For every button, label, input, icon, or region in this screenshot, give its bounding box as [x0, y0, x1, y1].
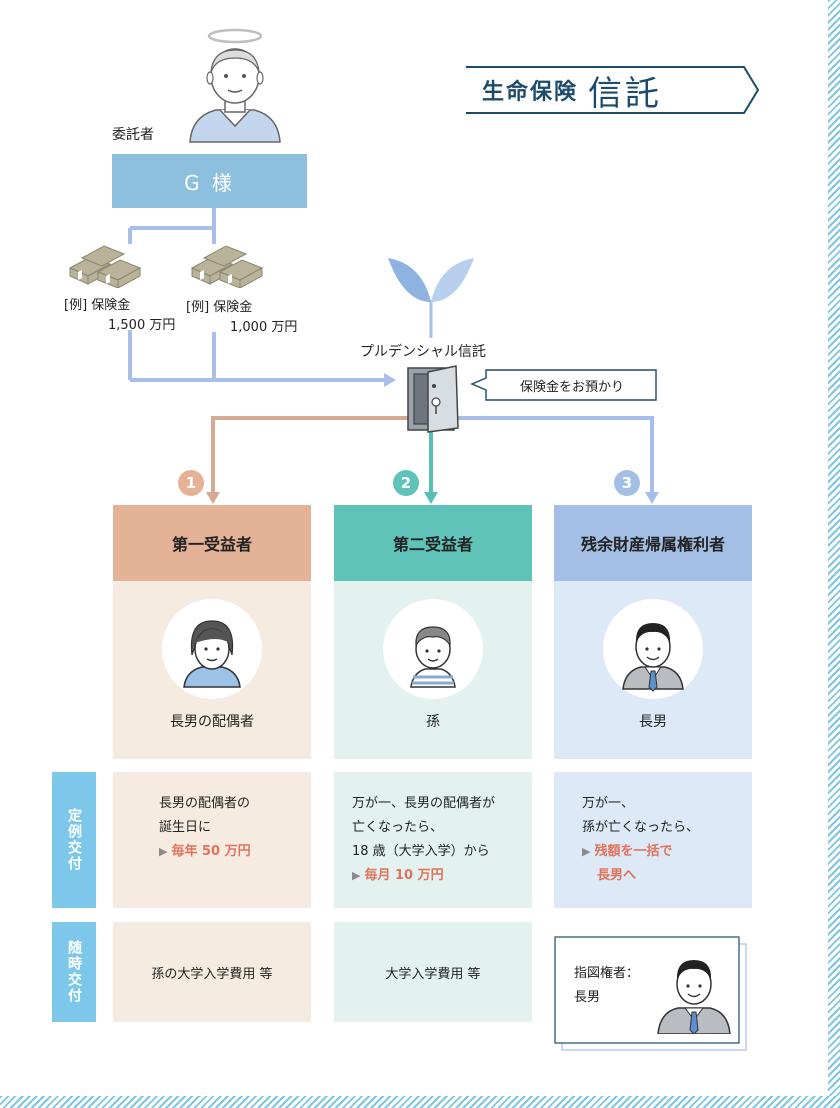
beneficiary-2-title: 第二受益者 [334, 505, 532, 581]
beneficiary-3-card: 長男 [554, 581, 752, 759]
regular-3-highlight-2: 長男へ [597, 868, 637, 883]
settlor-box: G 様 [112, 154, 307, 208]
occasional-cell-3: 指図権者： 長男 [574, 962, 639, 1010]
occasional-cell-1: 孫の大学入学費用 等 [113, 922, 311, 1022]
beneficiary-2-number: 2 [393, 470, 419, 496]
regular-2-line-2: 亡くなったら、 [352, 820, 444, 835]
beneficiary-1-person: 長男の配偶者 [170, 714, 254, 730]
occasional-3-person: 長男 [574, 990, 601, 1005]
beneficiary-3-number: 3 [614, 470, 640, 496]
regular-cell-3: 万が一、 孫が亡くなったら、 ▶残額を一括で 長男へ [554, 772, 752, 908]
regular-3-line-1: 万が一、 [582, 796, 635, 811]
payment-1: [例] 保険金 1,500 万円 [64, 296, 175, 336]
payment-2: [例] 保険金 1,000 万円 [186, 298, 297, 338]
payment-1-amount: 1,500 万円 [108, 318, 176, 333]
boy-avatar-icon [410, 626, 456, 688]
man-avatar-icon [657, 960, 731, 1034]
title-banner: 生命保険 信託 [482, 70, 662, 114]
avatar [603, 599, 703, 699]
beneficiary-3-title: 残余財産帰属権利者 [554, 505, 752, 581]
arrow-right-icon: ▶ [159, 845, 168, 858]
payment-1-label: 保険金 [91, 298, 131, 313]
row-label-occasional-text: 随時交付 [66, 940, 82, 1004]
regular-3-line-2: 孫が亡くなったら、 [582, 820, 700, 835]
woman-avatar-icon [183, 620, 241, 688]
occasional-cell-2: 大学入学費用 等 [334, 922, 532, 1022]
trustee-note: 保険金をお預かり [519, 379, 624, 395]
beneficiary-1-title: 第一受益者 [113, 505, 311, 581]
arrow-right-icon: ▶ [582, 845, 591, 858]
elderly-man-icon [189, 28, 281, 143]
sprout-icon [388, 258, 474, 302]
beneficiary-2-person: 孫 [426, 714, 440, 730]
regular-3-highlight-1: 残額を一括で [594, 844, 673, 859]
beneficiary-3-person: 長男 [639, 714, 667, 730]
cash-bundle-icon [68, 245, 142, 288]
regular-2-line-3: 18 歳（大学入学）から [352, 844, 490, 859]
title-part2: 信託 [588, 73, 663, 114]
regular-cell-2: 万が一、長男の配偶者が 亡くなったら、 18 歳（大学入学）から ▶毎月 10 … [334, 772, 532, 908]
beneficiary-1-card: 長男の配偶者 [113, 581, 311, 759]
payment-1-tag: [例] [64, 298, 88, 313]
beneficiary-2-card: 孫 [334, 581, 532, 759]
regular-2-line-1: 万が一、長男の配偶者が [352, 796, 496, 811]
row-label-regular-text: 定例交付 [66, 808, 82, 872]
bottom-hatch-border [0, 1096, 840, 1108]
safe-icon [407, 365, 459, 433]
occasional-3-label: 指図権者： [574, 966, 640, 981]
regular-2-highlight: 毎月 10 万円 [364, 868, 444, 883]
man-avatar-icon [622, 623, 684, 692]
regular-cell-1: 長男の配偶者の 誕生日に ▶毎年 50 万円 [113, 772, 311, 908]
right-hatch-border [828, 0, 840, 1108]
regular-1-line-2: 誕生日に [159, 820, 212, 835]
payment-2-amount: 1,000 万円 [230, 320, 298, 335]
trustee-name: プルデンシャル信託 [360, 344, 486, 360]
regular-1-line-1: 長男の配偶者の [159, 796, 251, 811]
title-part1: 生命保険 [482, 80, 579, 105]
row-label-occasional: 随時交付 [52, 922, 96, 1022]
title-banner-frame [466, 66, 760, 114]
row-label-regular: 定例交付 [52, 772, 96, 908]
regular-1-highlight: 毎年 50 万円 [171, 844, 251, 859]
arrow-right-icon: ▶ [352, 869, 361, 882]
payment-2-tag: [例] [186, 300, 210, 315]
halo-icon [207, 28, 263, 44]
settlor-role: 委託者 [112, 127, 154, 143]
payment-2-label: 保険金 [213, 300, 253, 315]
beneficiary-1-number: 1 [178, 470, 204, 496]
avatar [162, 599, 262, 699]
avatar [383, 599, 483, 699]
cash-bundle-icon [190, 245, 264, 288]
